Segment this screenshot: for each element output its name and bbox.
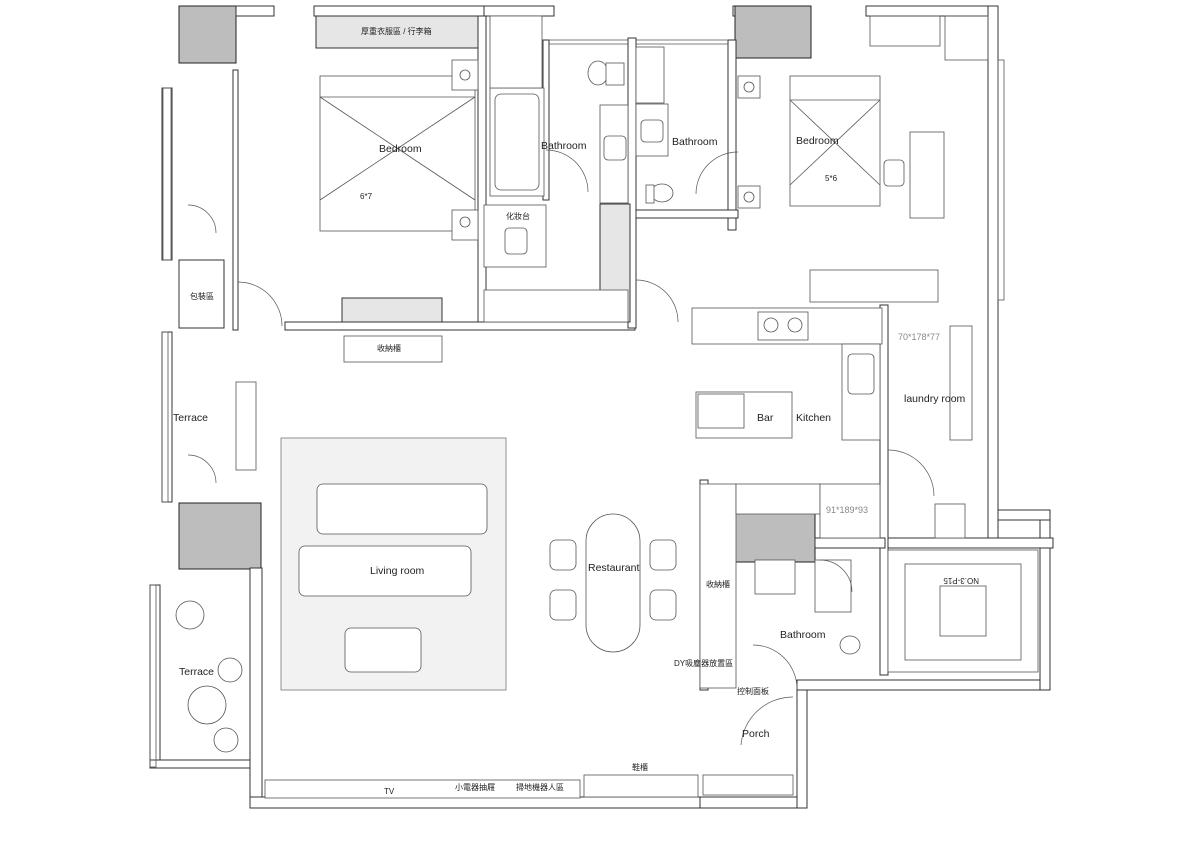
dyson-storage-label: DY吸塵器放置區 bbox=[674, 658, 733, 668]
outer-walls bbox=[149, 5, 1054, 809]
bathroom2-label: Bathroom bbox=[672, 136, 718, 148]
restaurant-label: Restaurant bbox=[588, 562, 639, 574]
small-appliance-drawer-label: 小電器抽屜 bbox=[455, 782, 495, 792]
bathroom1-fixtures bbox=[483, 15, 631, 323]
vanity-label: 化妝台 bbox=[506, 211, 530, 221]
terrace-top-label: Terrace bbox=[173, 412, 208, 424]
wardrobe-luggage-label: 厚重衣服區 / 行李箱 bbox=[361, 26, 432, 36]
bathroom1-label: Bathroom bbox=[541, 140, 587, 152]
windows bbox=[149, 15, 1005, 768]
packing-area-label: 包裝區 bbox=[190, 291, 214, 301]
terrace-bottom-label: Terrace bbox=[179, 666, 214, 678]
master-bedroom-furniture bbox=[315, 15, 547, 363]
annotation-labels: 厚重衣服區 / 行李箱 化妝台 收納櫃 包裝區 收納櫃 DY吸塵器放置區 控制面… bbox=[190, 26, 979, 796]
storage-cabinet-2-label: 收納櫃 bbox=[706, 579, 730, 589]
kitchen-label: Kitchen bbox=[796, 412, 831, 424]
room-labels: Bedroom 6*7 Bathroom Bathroom Bedroom 5*… bbox=[173, 135, 966, 740]
dining-furniture bbox=[549, 513, 794, 798]
bedroom2-bed-size: 5*6 bbox=[825, 174, 838, 183]
master-bedroom-label: Bedroom bbox=[379, 143, 422, 155]
bedroom2-furniture bbox=[737, 75, 945, 303]
shoe-cabinet-label: 鞋櫃 bbox=[632, 762, 648, 772]
porch-label: Porch bbox=[742, 728, 770, 740]
door-swings bbox=[187, 149, 935, 746]
bar-label: Bar bbox=[757, 412, 774, 424]
terrace-furniture bbox=[175, 600, 243, 753]
tv-label: TV bbox=[384, 787, 395, 796]
fridge-dimensions: 91*189*93 bbox=[826, 505, 868, 515]
living-room-furniture bbox=[235, 381, 581, 799]
control-panel-label: 控制面板 bbox=[737, 686, 769, 696]
living-room-label: Living room bbox=[370, 565, 425, 577]
bathroom3-label: Bathroom bbox=[780, 629, 826, 641]
machine-tag: NO.3-P15 bbox=[943, 576, 979, 585]
laundry-dimensions: 70*178*77 bbox=[898, 332, 940, 342]
robot-vacuum-entry-label: 掃地機器人區 bbox=[516, 782, 564, 792]
kitchen-fixtures bbox=[691, 307, 973, 689]
storage-cabinet-label: 收納櫃 bbox=[377, 343, 401, 353]
machine-room bbox=[887, 549, 1039, 673]
laundry-room-label: laundry room bbox=[904, 393, 966, 405]
bathroom2-fixtures bbox=[635, 46, 674, 204]
master-bed-size: 6*7 bbox=[360, 192, 373, 201]
bedroom2-label: Bedroom bbox=[796, 135, 839, 147]
